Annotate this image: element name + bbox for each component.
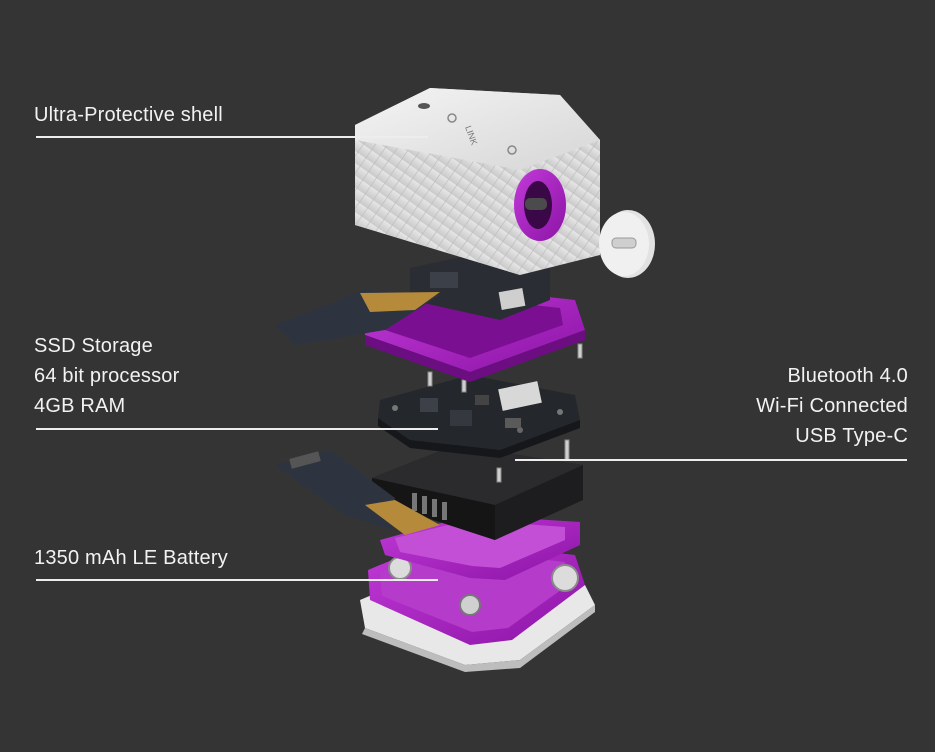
callout-connectivity-usb: USB Type-C xyxy=(795,425,908,447)
callout-battery: 1350 mAh LE Battery xyxy=(34,543,228,573)
leader-line-battery xyxy=(36,579,438,581)
battery-bracket xyxy=(380,515,580,580)
callout-battery-line: 1350 mAh LE Battery xyxy=(34,547,228,569)
callout-connectivity-bluetooth: Bluetooth 4.0 xyxy=(787,365,908,387)
leader-line-shell xyxy=(36,136,428,138)
port-cap xyxy=(599,210,655,278)
battery-pack xyxy=(275,445,583,540)
callout-compute-storage: SSD Storage xyxy=(34,335,153,357)
callout-compute-ram: 4GB RAM xyxy=(34,395,126,417)
callout-shell-line: Ultra-Protective shell xyxy=(34,104,223,126)
leader-line-connectivity xyxy=(515,459,907,461)
main-pcb xyxy=(378,375,580,458)
screws xyxy=(427,343,583,483)
top-shell: LINK xyxy=(355,88,600,275)
callout-compute-processor: 64 bit processor xyxy=(34,365,180,387)
callout-connectivity: Bluetooth 4.0 Wi-Fi Connected USB Type-C xyxy=(756,361,908,451)
callout-connectivity-wifi: Wi-Fi Connected xyxy=(756,395,908,417)
callout-shell: Ultra-Protective shell xyxy=(34,100,223,130)
callout-compute: SSD Storage 64 bit processor 4GB RAM xyxy=(34,331,180,421)
leader-line-compute xyxy=(36,428,438,430)
